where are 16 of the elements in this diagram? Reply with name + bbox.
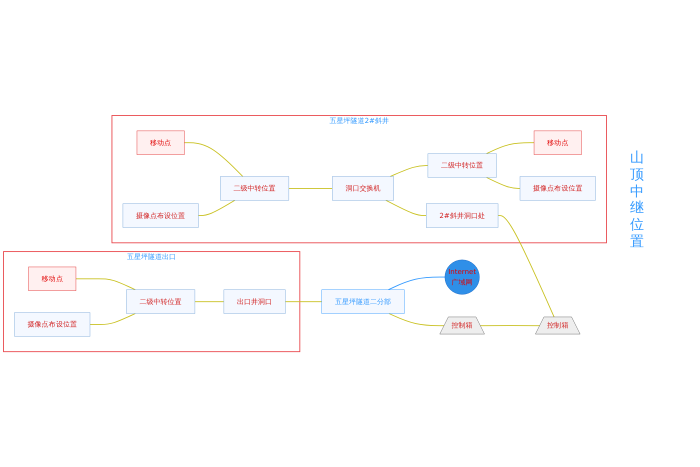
connector [288,188,333,189]
connector [486,142,534,154]
connector [184,142,244,177]
connector [90,312,136,325]
connector [385,200,427,216]
connector [194,301,224,302]
connector [284,301,322,302]
connector [498,215,555,318]
site-label: 山顶中继位置 [630,150,645,251]
connector [390,165,428,177]
connector [388,276,446,290]
connector [486,176,520,189]
connector [76,278,136,290]
connector [198,200,236,216]
connector [388,312,445,326]
connector [480,325,540,326]
